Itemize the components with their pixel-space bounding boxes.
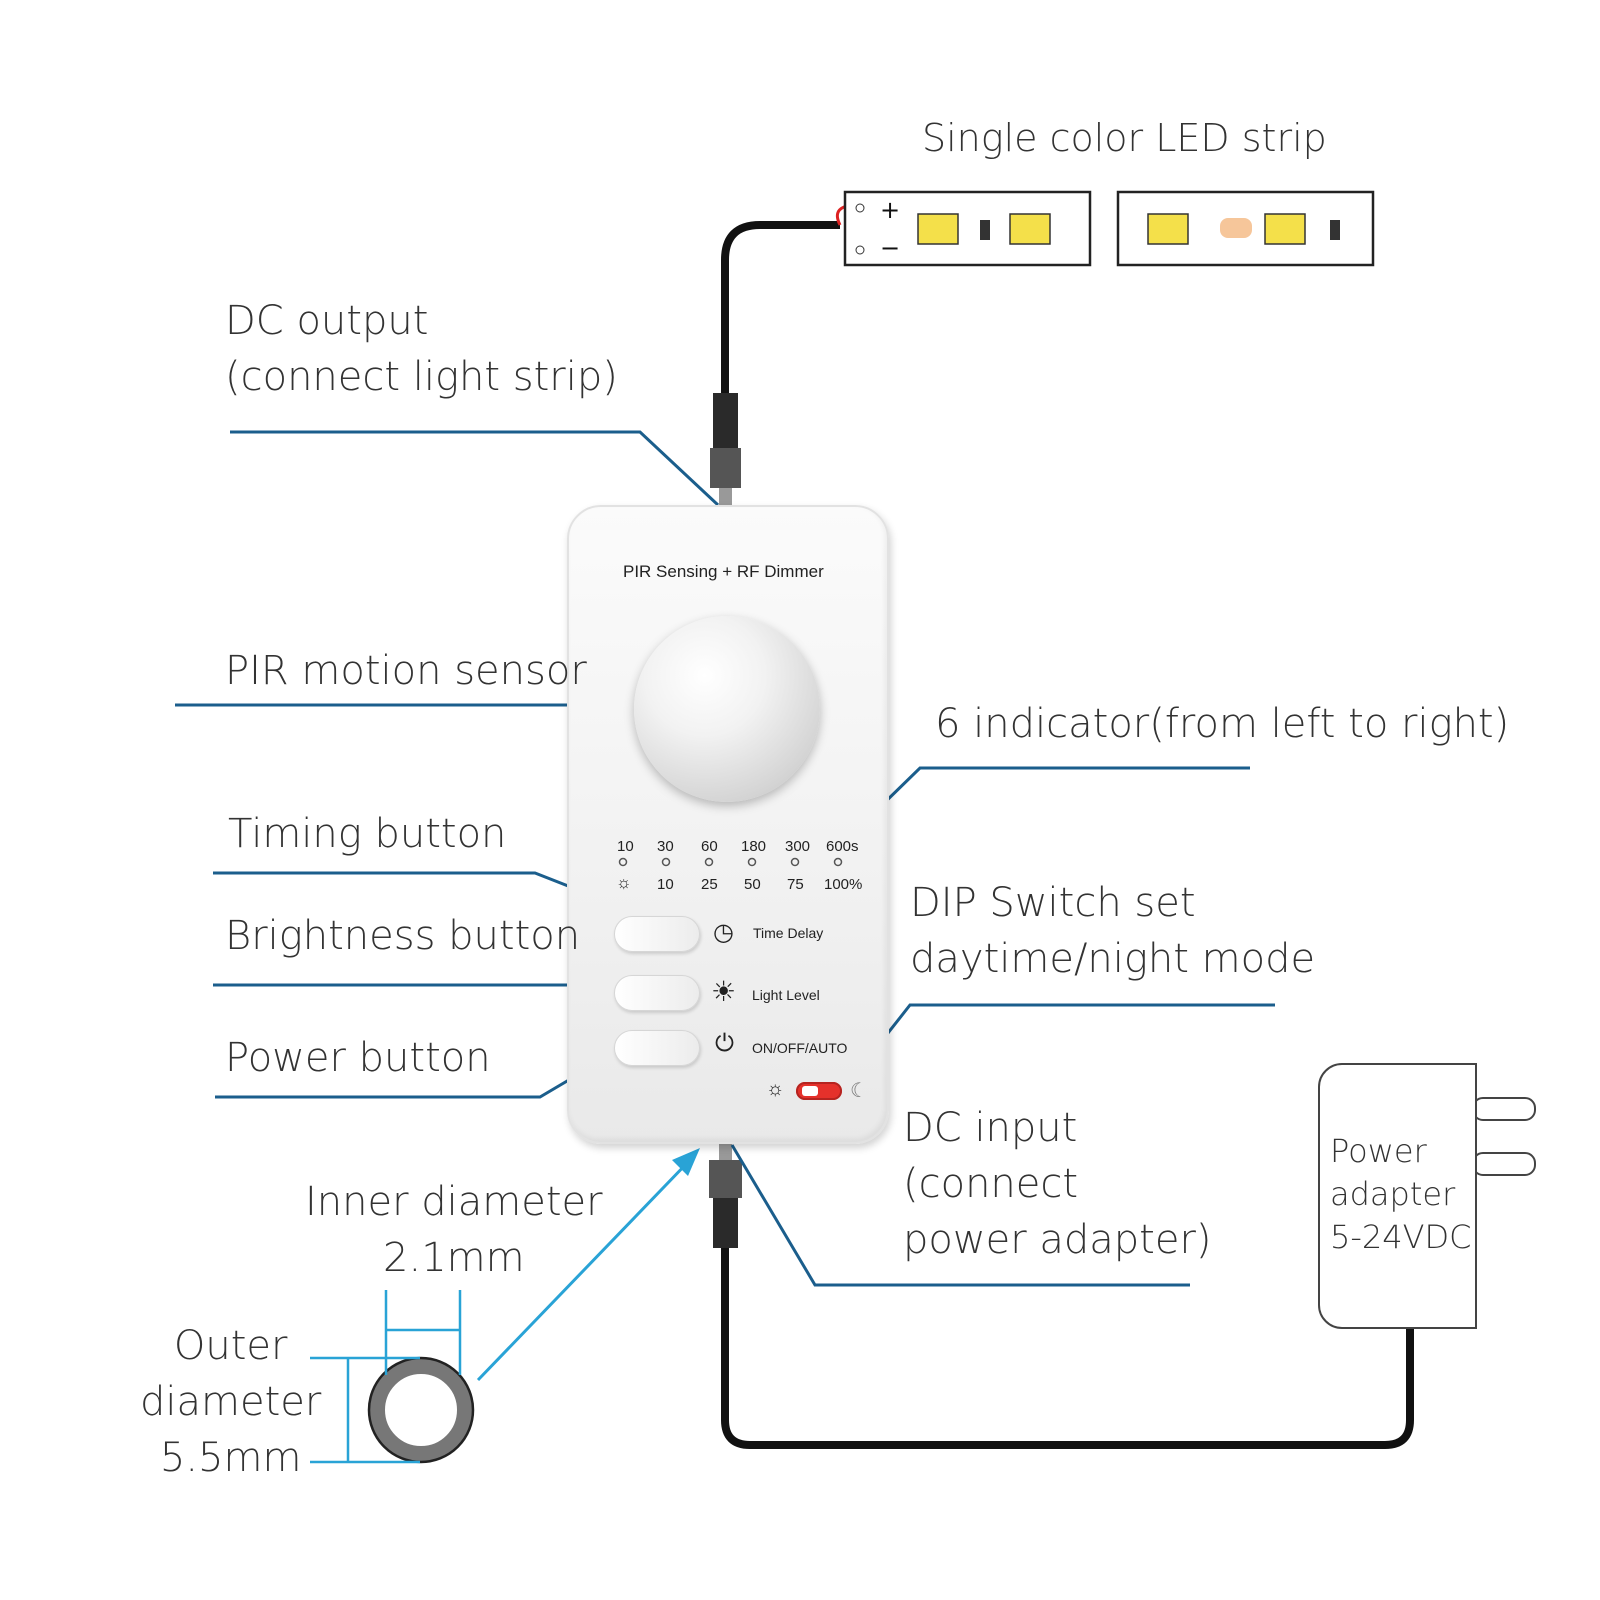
barrel-dimensions xyxy=(310,1290,475,1464)
time-label: 10 xyxy=(617,838,634,855)
output-connector xyxy=(713,393,738,448)
power-adapter xyxy=(1318,1063,1477,1329)
strip-title: Single color LED strip xyxy=(922,116,1327,160)
time-label: 300 xyxy=(785,838,811,855)
power-label: Power button xyxy=(225,1035,491,1081)
pir-sensor-dome xyxy=(634,616,820,802)
connector-arrow xyxy=(476,1148,700,1382)
brightness-label: Brightness button xyxy=(225,913,581,959)
outer-diameter-label: Outer diameter 5.5mm xyxy=(140,1323,322,1481)
device-title: PIR Sensing + RF Dimmer xyxy=(623,562,824,581)
time-delay-label: Time Delay xyxy=(753,925,824,941)
time-label: 180 xyxy=(741,838,767,855)
input-cable xyxy=(721,1248,1414,1449)
power-icon: ⏻ xyxy=(715,1030,734,1057)
indicator-label: 6 indicator(from left to right) xyxy=(935,701,1510,747)
input-connector xyxy=(713,1198,738,1248)
on-off-auto-button[interactable] xyxy=(614,1030,700,1066)
sun-icon: ☼ xyxy=(616,873,632,892)
dc-output-label: DC output (connect light strip) xyxy=(225,298,618,400)
svg-text:+: + xyxy=(880,196,900,224)
level-label: 25 xyxy=(701,876,718,893)
sun-icon: ☼ xyxy=(766,1078,785,1100)
dc-input-label: DC input (connect power adapter) xyxy=(903,1105,1212,1263)
output-cable xyxy=(721,221,840,395)
pir-sensor-label: PIR motion sensor xyxy=(225,648,587,694)
level-label: 10 xyxy=(657,876,674,893)
clock-icon: ◷ xyxy=(713,919,734,946)
svg-text:−: − xyxy=(880,234,900,262)
level-label: 50 xyxy=(744,876,761,893)
light-level-label: Light Level xyxy=(752,987,820,1003)
input-plug xyxy=(709,1160,742,1198)
dc-input-leader xyxy=(730,1144,1190,1287)
level-label: 100% xyxy=(824,876,863,893)
time-label: 600s xyxy=(826,838,859,855)
dc-output-leader xyxy=(230,430,720,507)
timing-label: Timing button xyxy=(228,811,507,857)
dip-switch[interactable] xyxy=(796,1082,842,1100)
on-off-auto-label: ON/OFF/AUTO xyxy=(752,1040,848,1056)
moon-icon: ☾ xyxy=(850,1080,868,1102)
output-plug xyxy=(710,448,741,488)
sun-half-icon: ☀ xyxy=(711,976,737,1007)
dip-leader xyxy=(853,1003,1275,1076)
time-delay-button[interactable] xyxy=(614,916,700,952)
level-label: 75 xyxy=(787,876,804,893)
dip-label: DIP Switch set daytime/night mode xyxy=(910,880,1316,982)
inner-diameter-label: Inner diameter 2.1mm xyxy=(305,1179,603,1281)
indicator-leader xyxy=(836,766,1250,850)
adapter-prongs xyxy=(1472,1097,1536,1176)
led-strip: + − xyxy=(843,190,1375,267)
time-label: 30 xyxy=(657,838,674,855)
light-level-button[interactable] xyxy=(614,975,700,1011)
adapter-text: Power adapter 5-24VDC xyxy=(1330,1132,1472,1257)
dip-switch-knob[interactable] xyxy=(802,1086,818,1096)
time-label: 60 xyxy=(701,838,718,855)
